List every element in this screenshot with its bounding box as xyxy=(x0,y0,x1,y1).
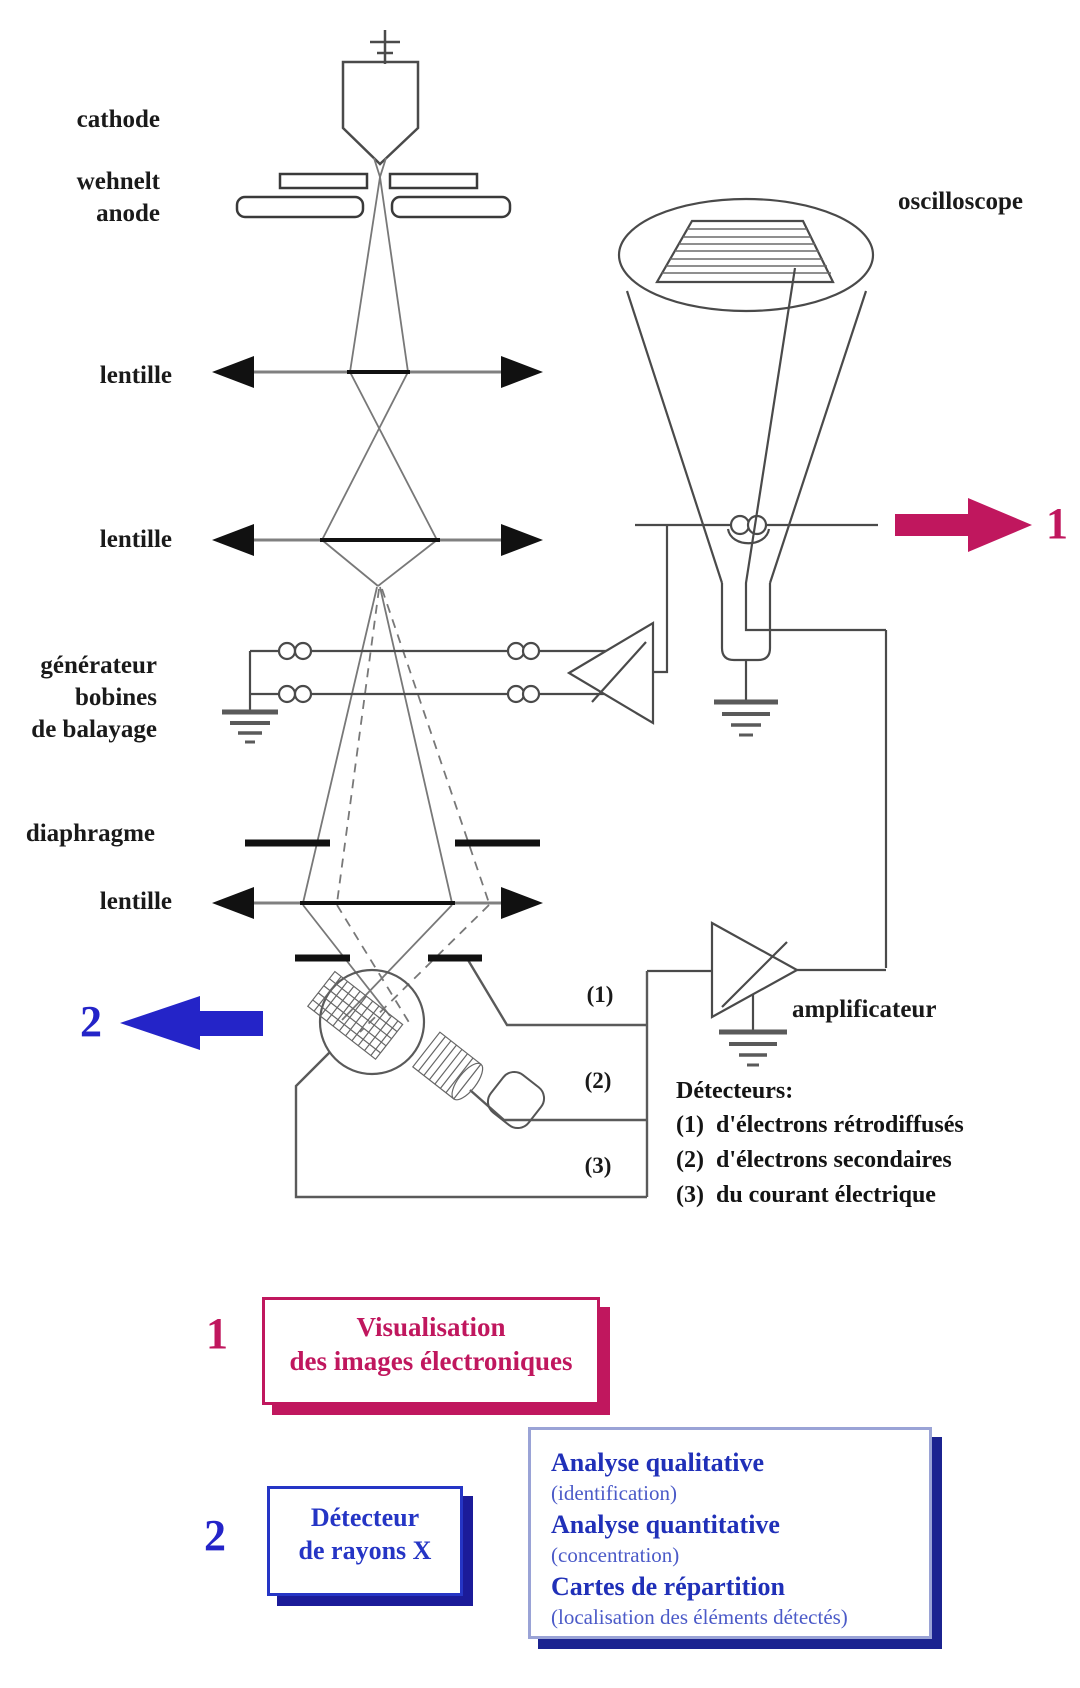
analysis-concentration: (concentration) xyxy=(551,1543,680,1567)
amplifier-triangle xyxy=(710,921,800,1019)
callout1-line1: Visualisation xyxy=(356,1312,506,1342)
lens-arrow-bottom xyxy=(212,887,543,919)
detectors-legend-item-1: (1) d'électrons rétrodiffusés xyxy=(676,1112,964,1138)
ground-icon xyxy=(222,709,278,744)
secondary-detector-cone xyxy=(411,1031,484,1101)
wire-tag-2: (2) xyxy=(584,1068,612,1093)
crt-beam-line xyxy=(744,267,886,632)
wire-tag-3: (3) xyxy=(584,1153,612,1178)
analysis-qualitative: Analyse qualitative xyxy=(551,1448,765,1477)
electron-beam xyxy=(302,157,453,1021)
label-oscilloscope: oscilloscope xyxy=(898,188,1023,215)
wire-detector-1 xyxy=(466,959,647,1027)
detectors-legend-title: Détecteurs: xyxy=(676,1078,794,1104)
wehnelt-plate-left xyxy=(278,172,369,190)
label-generator-line3: de balayage xyxy=(31,716,157,743)
callout2-box: Détecteur de rayons X xyxy=(267,1486,463,1596)
analysis-localisation: (localisation des éléments détectés) xyxy=(551,1605,848,1629)
label-generator-line2: bobines xyxy=(75,684,157,711)
lens-arrow-top xyxy=(212,356,543,388)
diaphragm-bars xyxy=(245,839,540,962)
callout2-line2: de rayons X xyxy=(298,1536,432,1565)
callout2-line1: Détecteur xyxy=(310,1503,420,1532)
analysis-identification: (identification) xyxy=(551,1481,677,1505)
specimen-chamber xyxy=(306,968,546,1130)
callout1-number: 1 xyxy=(206,1309,228,1358)
lens-arrow-middle xyxy=(212,524,543,556)
amplifier-circuit xyxy=(647,921,886,1067)
cathode-housing xyxy=(341,60,420,166)
output1-arrow-icon xyxy=(895,498,1032,552)
ground-icon xyxy=(719,1029,787,1067)
wire-tag-1: (1) xyxy=(586,982,614,1007)
callout2-number: 2 xyxy=(204,1511,226,1560)
ground-icon xyxy=(714,699,778,737)
output2-number: 2 xyxy=(80,997,102,1046)
deflected-beam-dashed xyxy=(336,588,490,1033)
anode-plate-left xyxy=(235,195,365,219)
crt-screen xyxy=(655,219,835,284)
analysis-cartes: Cartes de répartition xyxy=(551,1572,785,1601)
detectors-legend-item-2: (2) d'électrons secondaires xyxy=(676,1147,952,1173)
label-anode: anode xyxy=(96,200,160,227)
label-lens-bottom: lentille xyxy=(99,888,172,915)
detectors-legend-item-3: (3) du courant électrique xyxy=(676,1182,936,1208)
lens-arrows xyxy=(212,356,543,919)
callout1-box: Visualisation des images électroniques xyxy=(262,1297,600,1405)
label-cathode: cathode xyxy=(76,106,160,133)
label-lens-middle: lentille xyxy=(99,526,172,553)
label-scan-generator: générateur bobines de balayage xyxy=(0,650,157,746)
label-lens-top: lentille xyxy=(99,362,172,389)
analysis-quantitative: Analyse quantitative xyxy=(551,1510,780,1539)
anode-plate-right xyxy=(390,195,512,219)
label-generator-line1: générateur xyxy=(40,652,157,679)
label-amplifier: amplificateur xyxy=(792,996,937,1023)
scan-coil-circuit xyxy=(222,514,878,744)
output1-number: 1 xyxy=(1046,499,1068,548)
wire-detector-3 xyxy=(294,1051,647,1199)
oscilloscope-crt xyxy=(617,197,888,968)
label-wehnelt: wehnelt xyxy=(76,168,160,195)
scan-generator-triangle xyxy=(566,621,655,725)
wehnelt-plate-right xyxy=(388,172,479,190)
label-diaphragm: diaphragme xyxy=(25,820,155,847)
electron-gun xyxy=(235,30,512,219)
specimen-stub xyxy=(306,970,404,1061)
output2-arrow-icon xyxy=(120,996,263,1050)
callout1-line2: des images électroniques xyxy=(289,1346,573,1376)
detector-base xyxy=(486,1070,546,1130)
analysis-box: Analyse qualitative (identification) Ana… xyxy=(528,1427,932,1639)
